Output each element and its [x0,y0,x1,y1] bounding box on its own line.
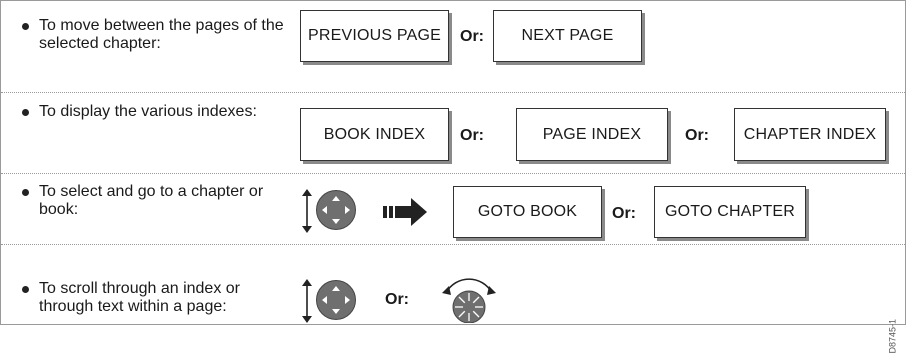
divider [1,173,905,174]
previous-page-button[interactable]: PREVIOUS PAGE [300,10,449,62]
instruction-text: To select and go to a chapter or book: [39,183,264,218]
or-label: Or: [685,127,709,144]
bullet-icon [22,189,29,196]
or-label: Or: [460,127,484,144]
instruction-text: To move between the pages of the selecte… [39,17,284,52]
or-label: Or: [385,291,409,308]
bullet-icon [22,109,29,116]
bullet-icon [22,23,29,30]
chapter-index-button[interactable]: CHAPTER INDEX [734,108,886,161]
next-page-button[interactable]: NEXT PAGE [493,10,642,62]
instruction-indexes: To display the various indexes: [22,103,289,121]
book-index-button[interactable]: BOOK INDEX [300,108,449,161]
instruction-text: To display the various indexes: [39,103,257,120]
page-index-button[interactable]: PAGE INDEX [516,108,668,161]
trackpad-icon[interactable] [316,280,356,320]
instruction-scroll: To scroll through an index or through te… [22,280,289,316]
up-down-arrow-icon [302,189,312,233]
bullet-icon [22,286,29,293]
or-label: Or: [612,205,636,222]
or-label: Or: [460,28,484,45]
figure-code: D8745-1 [888,319,898,354]
arrow-right-icon [383,198,427,226]
divider [1,244,905,245]
instruction-page-navigation: To move between the pages of the selecte… [22,17,289,53]
instruction-text: To scroll through an index or through te… [39,280,240,315]
trackpad-icon[interactable] [316,190,356,230]
goto-book-button[interactable]: GOTO BOOK [453,186,602,238]
divider [1,92,905,93]
rotary-knob-icon[interactable] [436,273,502,323]
goto-chapter-button[interactable]: GOTO CHAPTER [654,186,806,238]
instruction-select-goto: To select and go to a chapter or book: [22,183,289,219]
up-down-arrow-icon [302,279,312,323]
